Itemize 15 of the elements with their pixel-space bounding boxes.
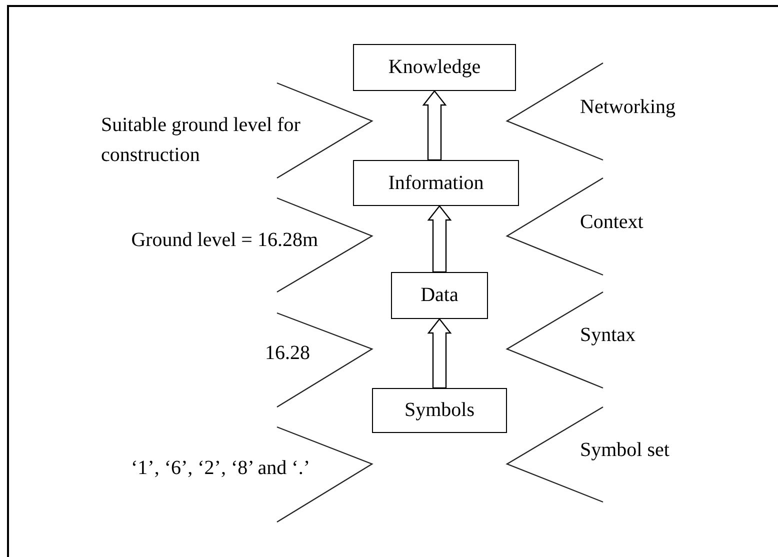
side-label: ‘1’, ‘6’, ‘2’, ‘8’ and ‘.’ (130, 456, 310, 481)
side-label: Suitable ground level for construction (101, 113, 301, 168)
block-arrow (427, 205, 452, 273)
side-label: Symbol set (580, 438, 670, 463)
level-box: Knowledge (353, 44, 516, 91)
level-box: Data (391, 272, 488, 319)
block-arrow (427, 318, 452, 389)
level-box: Symbols (372, 388, 507, 433)
block-arrow (422, 90, 447, 161)
side-label: 16.28 (264, 341, 310, 366)
side-label: Ground level = 16.28m (130, 228, 318, 253)
side-label: Syntax (580, 323, 637, 348)
side-label: Context (580, 210, 644, 235)
side-label: Networking (580, 95, 677, 120)
level-box: Information (353, 160, 519, 206)
